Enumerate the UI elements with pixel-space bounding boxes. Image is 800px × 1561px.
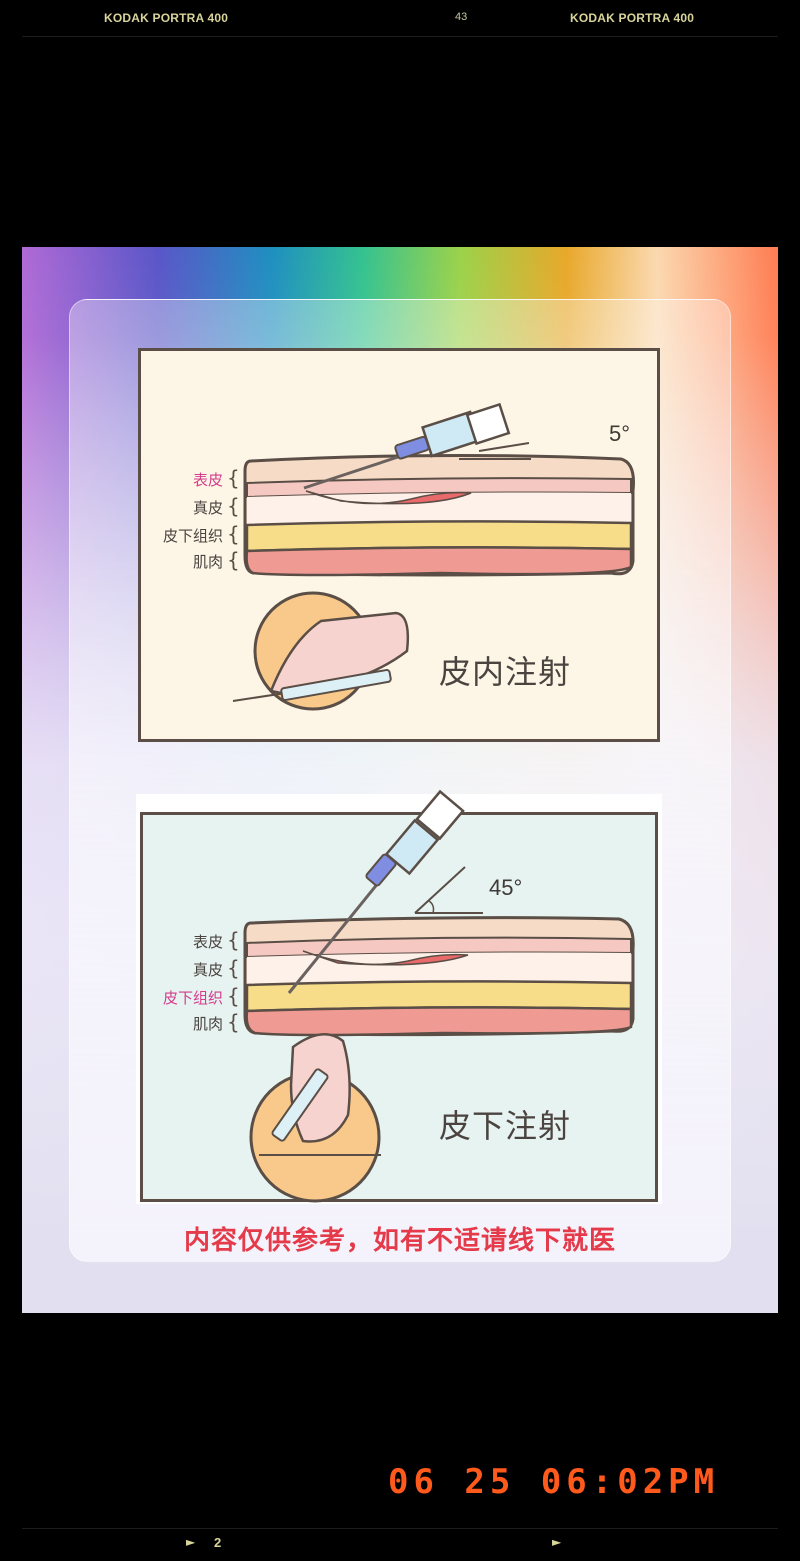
layer-label-epidermis: 表皮 [192,933,223,951]
brace-icon: { [227,956,240,980]
brace-icon: { [227,984,240,1008]
layer-label-dermis: 真皮 [192,961,223,979]
date-stamp: 06 25 06:02PM [388,1462,720,1502]
brace-icon: { [227,522,240,546]
layer-label-muscle: 肌肉 [192,1015,223,1033]
film-divider [22,1528,778,1529]
layer-label-epidermis: 表皮 [192,471,223,489]
brace-icon: { [227,1010,240,1034]
photo-frame: 表皮 真皮 皮下组织 肌肉 { { { { 5 [22,247,778,1313]
film-brand-label-right: KODAK PORTRA 400 [570,11,695,25]
layer-label-dermis: 真皮 [192,499,223,517]
film-divider [22,36,778,37]
skin-layers-illustration [243,789,635,1203]
layer-label-subcutaneous: 皮下组织 [162,989,223,1007]
panel-subcutaneous: 表皮 真皮 皮下组织 肌肉 { { { { [140,789,658,1203]
brace-icon: { [227,928,240,952]
layer-label-subcutaneous: 皮下组织 [162,527,223,545]
brace-icon: { [227,466,240,490]
frame-arrow-icon: ► [552,1535,562,1549]
film-brand-label-left: KODAK PORTRA 400 [104,11,229,25]
brace-icon: { [227,548,240,572]
frame-marker: 2 [214,1535,222,1550]
film-strip-top: KODAK PORTRA 400 43 KODAK PORTRA 400 [0,0,800,40]
angle-label: 5° [609,421,631,446]
panel-title: 皮下注射 [439,1107,572,1145]
panel-title: 皮内注射 [439,653,572,691]
frame-arrow-icon: ► [186,1535,196,1549]
disclaimer-text: 内容仅供参考，如有不适请线下就医 [183,1226,616,1256]
brace-icon: { [227,494,240,518]
panel-intradermal: 表皮 真皮 皮下组织 肌肉 { { { { 5 [138,348,660,742]
skin-layers-illustration [232,402,635,711]
angle-label: 45° [489,875,523,900]
layer-label-muscle: 肌肉 [192,553,223,571]
film-frame-number: 43 [455,11,468,23]
